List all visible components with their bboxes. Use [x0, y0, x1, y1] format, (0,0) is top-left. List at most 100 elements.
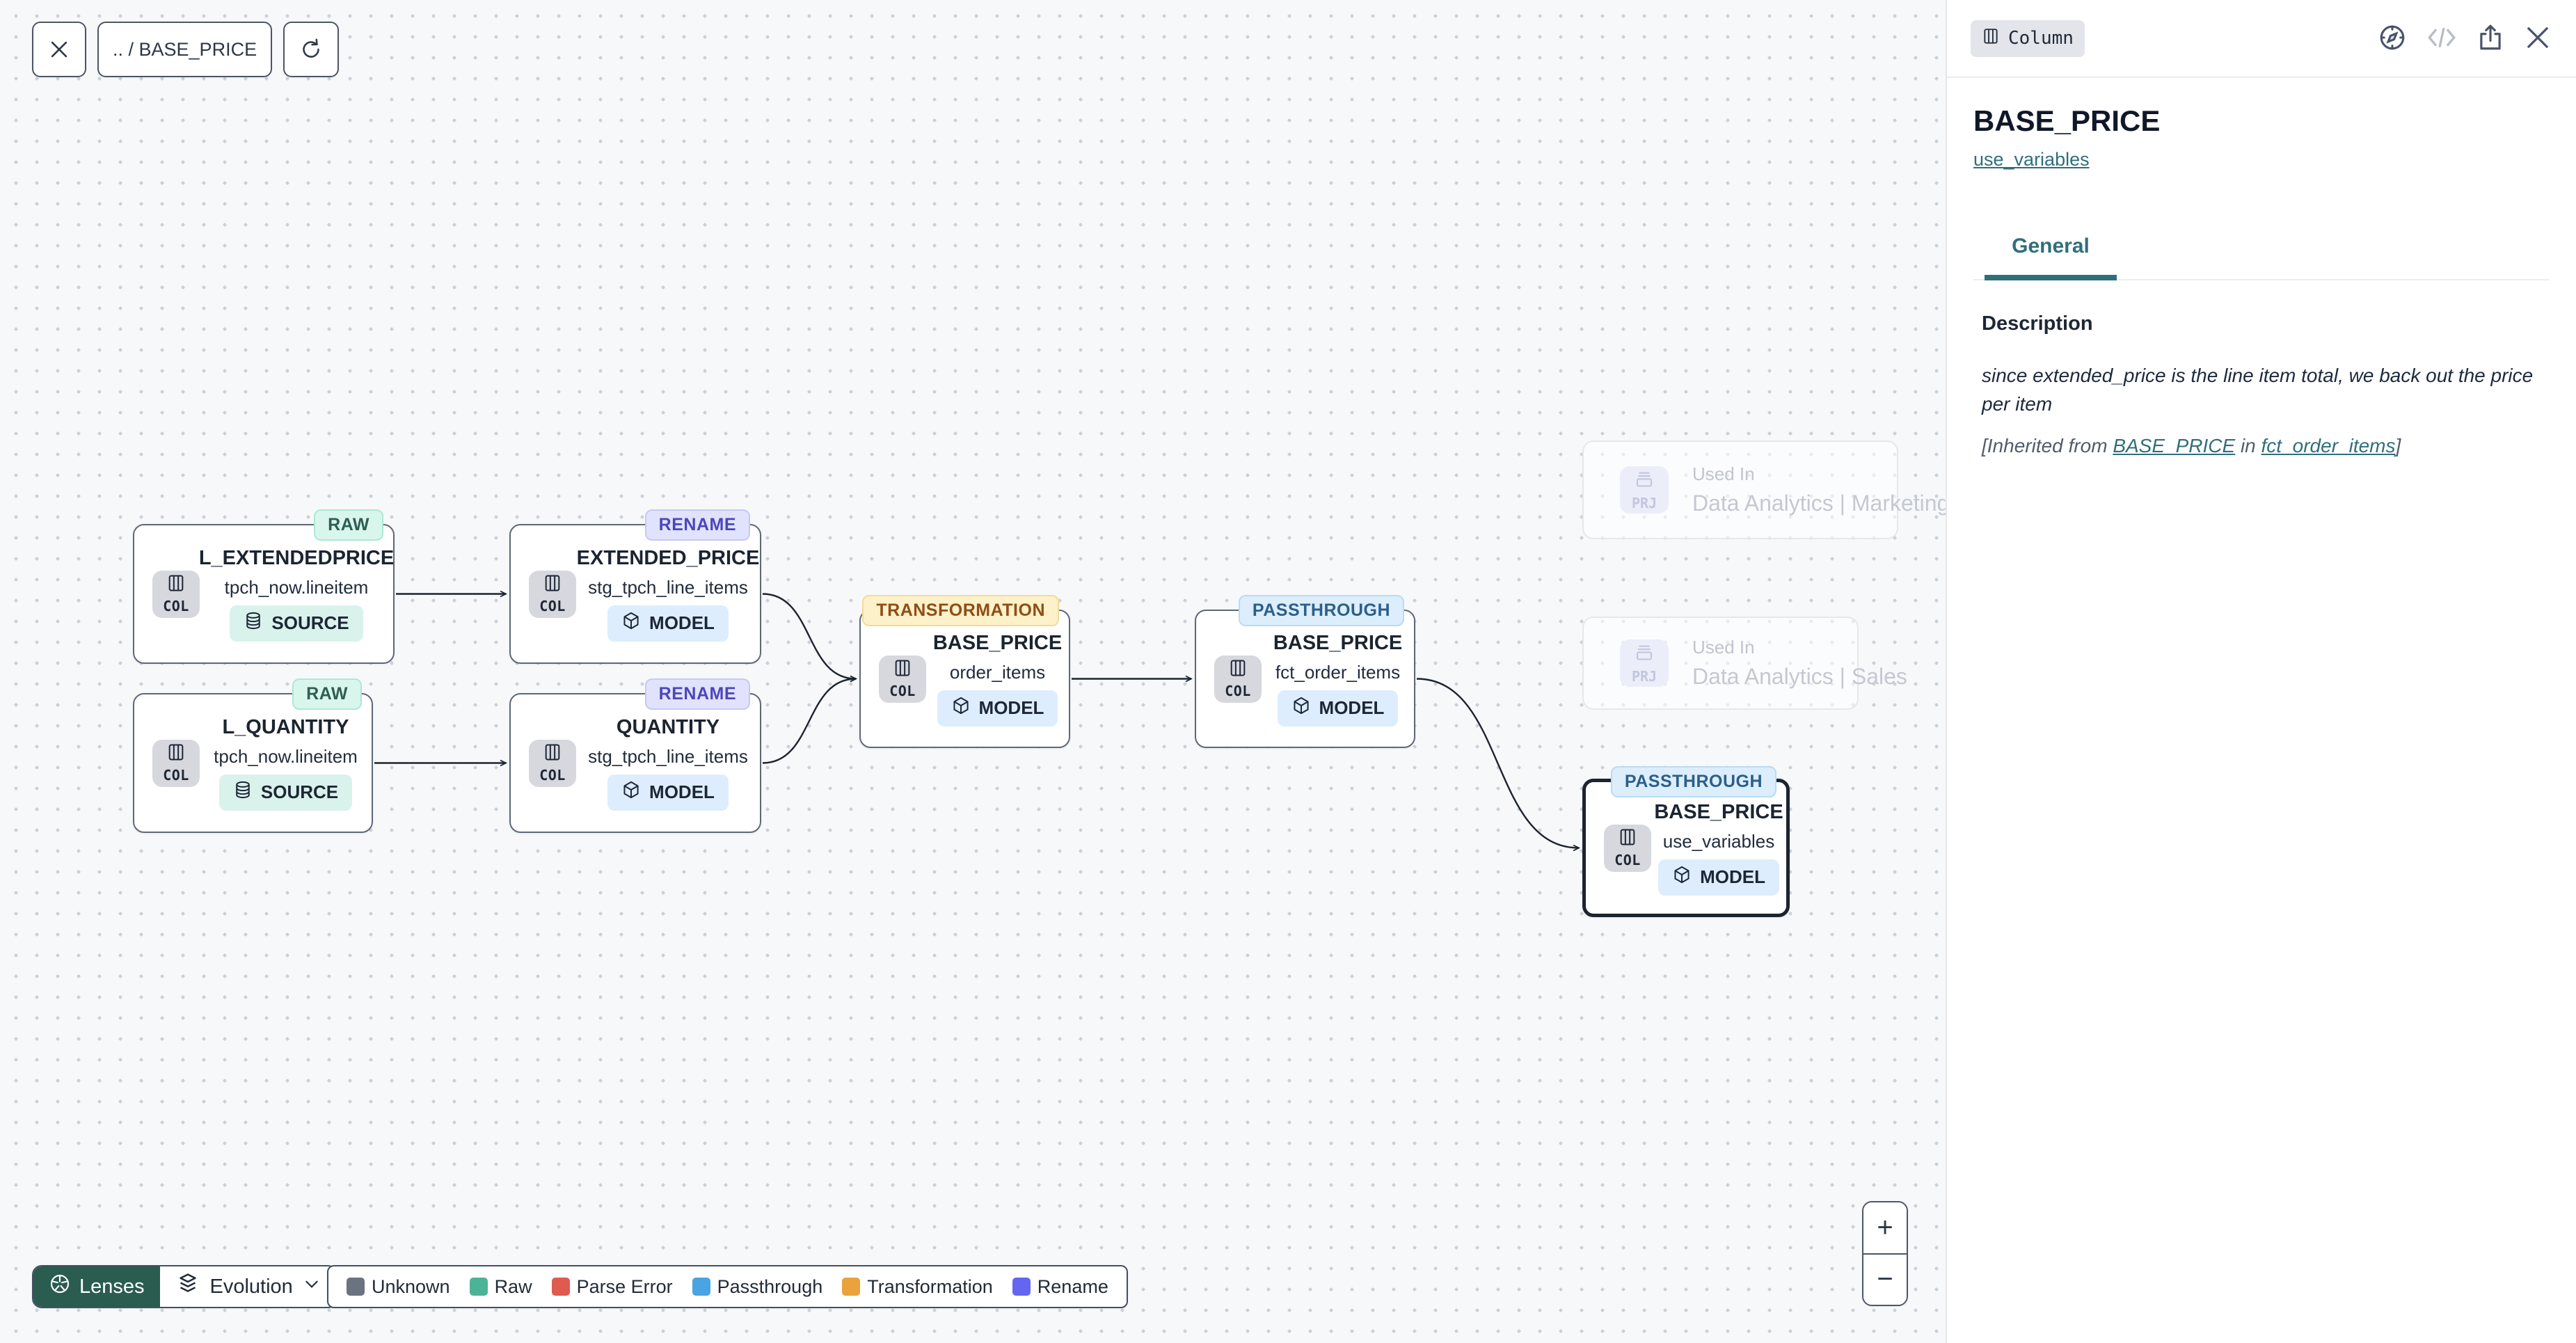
- description-inherited: [Inherited from BASE_PRICE in fct_order_…: [1982, 435, 2550, 457]
- node-subtitle: stg_tpch_line_items: [588, 576, 748, 598]
- used-in-card[interactable]: PRJ Used In Data Analytics | Marketing: [1582, 440, 1949, 539]
- kind-label: PRJ: [1631, 494, 1657, 511]
- node-type-label: MODEL: [1319, 697, 1385, 718]
- legend-item: Parse Error: [551, 1276, 673, 1298]
- cube-icon: [951, 696, 971, 720]
- chevron-down-icon: [303, 1275, 321, 1298]
- inherited-suffix: ]: [2395, 435, 2401, 457]
- node-title: BASE_PRICE: [932, 631, 1063, 654]
- inherited-column-link[interactable]: BASE_PRICE: [2113, 435, 2236, 457]
- share-icon: [2476, 22, 2505, 55]
- lenses-button-label: Lenses: [79, 1275, 145, 1298]
- node-type-label: MODEL: [1700, 866, 1765, 887]
- model-link[interactable]: use_variables: [1973, 149, 2090, 170]
- lineage-canvas[interactable]: .. / BASE_PRICE RAW COL L_EXTENDEDPRICE …: [0, 0, 1949, 1343]
- panel-header-icons: [2377, 22, 2552, 55]
- columns-icon: [1982, 27, 2000, 50]
- lineage-badge: TRANSFORMATION: [862, 595, 1059, 626]
- node-type-label: SOURCE: [260, 781, 339, 802]
- kind-label: COL: [1225, 683, 1251, 699]
- node-title: BASE_PRICE: [1654, 800, 1783, 823]
- cube-icon: [1291, 696, 1311, 720]
- legend-swatch: [1012, 1278, 1031, 1296]
- refresh-icon: [299, 37, 324, 62]
- node-content: BASE_PRICE fct_order_items MODEL: [1270, 611, 1406, 747]
- explore-button[interactable]: [2377, 22, 2408, 55]
- project-kind-chip: PRJ: [1620, 639, 1669, 687]
- layers-icon: [175, 1271, 200, 1302]
- node-content: EXTENDED_PRICE stg_tpch_line_items MODEL: [577, 525, 759, 662]
- used-in-label: Used In: [1692, 463, 1755, 484]
- zoom-in-button[interactable]: +: [1863, 1202, 1907, 1255]
- archive-icon: [1634, 642, 1655, 667]
- lens-selected-label: Evolution: [209, 1275, 293, 1298]
- legend-swatch: [347, 1278, 365, 1296]
- page-title: BASE_PRICE: [1973, 104, 2161, 137]
- node-title: QUANTITY: [616, 715, 720, 738]
- share-button[interactable]: [2476, 22, 2505, 55]
- inherited-model-link[interactable]: fct_order_items: [2261, 435, 2396, 457]
- aperture-icon: [49, 1273, 71, 1301]
- tab-general[interactable]: General: [1985, 235, 2117, 280]
- column-kind-chip: COL: [152, 739, 200, 787]
- lens-selector[interactable]: Evolution: [160, 1266, 336, 1307]
- cube-icon: [621, 611, 641, 635]
- used-in-content: Used In Data Analytics | Sales: [1692, 637, 1907, 690]
- used-in-card[interactable]: PRJ Used In Data Analytics | Sales: [1582, 617, 1907, 710]
- legend-label: Parse Error: [576, 1276, 673, 1297]
- code-button[interactable]: [2426, 24, 2458, 54]
- legend-label: Raw: [494, 1276, 532, 1297]
- legend-item: Raw: [469, 1276, 532, 1298]
- columns-icon: [1618, 827, 1637, 850]
- node-title: L_QUANTITY: [222, 715, 349, 738]
- legend-swatch: [469, 1278, 488, 1296]
- node-type-chip: MODEL: [937, 690, 1058, 726]
- used-in-label: Used In: [1692, 637, 1755, 658]
- lenses-button[interactable]: Lenses: [33, 1266, 160, 1307]
- node-type-chip: MODEL: [1277, 690, 1399, 726]
- lineage-badge: RENAME: [644, 678, 750, 710]
- close-icon: [2523, 23, 2552, 54]
- lineage-badge: RENAME: [644, 509, 750, 541]
- lineage-node[interactable]: RAW COL L_QUANTITY tpch_now.lineitem SOU…: [133, 678, 373, 833]
- legend-item: Rename: [1012, 1276, 1108, 1298]
- legend-swatch: [842, 1278, 861, 1296]
- zoom-out-button[interactable]: −: [1863, 1254, 1907, 1305]
- panel-header: Column: [1947, 0, 2576, 78]
- close-panel-button[interactable]: [2523, 23, 2552, 54]
- legend-swatch: [692, 1278, 710, 1296]
- refresh-button[interactable]: [283, 22, 340, 77]
- panel-tabs: General: [1973, 235, 2550, 280]
- legend-item: Passthrough: [692, 1276, 822, 1298]
- lineage-node[interactable]: PASSTHROUGH COL BASE_PRICE use_variables…: [1582, 766, 1790, 917]
- columns-icon: [166, 573, 186, 596]
- database-icon: [244, 611, 263, 635]
- lineage-node[interactable]: PASSTHROUGH COL BASE_PRICE fct_order_ite…: [1195, 595, 1415, 748]
- node-title: EXTENDED_PRICE: [576, 546, 760, 569]
- kind-label: COL: [889, 683, 916, 699]
- lineage-node[interactable]: TRANSFORMATION COL BASE_PRICE order_item…: [859, 595, 1070, 748]
- node-subtitle: tpch_now.lineitem: [214, 745, 358, 767]
- lineage-node[interactable]: RENAME COL QUANTITY stg_tpch_line_items …: [509, 678, 761, 833]
- lens-bar: Lenses Evolution: [32, 1265, 337, 1308]
- column-kind-chip: COL: [1214, 655, 1262, 703]
- legend-label: Unknown: [372, 1276, 450, 1297]
- node-content: L_QUANTITY tpch_now.lineitem SOURCE: [208, 694, 363, 832]
- breadcrumb[interactable]: .. / BASE_PRICE: [97, 22, 273, 77]
- node-title: BASE_PRICE: [1273, 631, 1403, 654]
- node-subtitle: use_variables: [1662, 830, 1775, 852]
- columns-icon: [543, 573, 562, 596]
- column-kind-chip: COL: [152, 570, 200, 618]
- inherited-mid: in: [2235, 435, 2261, 457]
- close-lineage-button[interactable]: [32, 22, 86, 77]
- legend-label: Transformation: [867, 1276, 993, 1297]
- kind-label: COL: [163, 767, 189, 784]
- columns-icon: [543, 742, 562, 765]
- lineage-node[interactable]: RENAME COL EXTENDED_PRICE stg_tpch_line_…: [509, 509, 761, 664]
- panel-body: BASE_PRICE use_variables General Descrip…: [1947, 104, 2576, 457]
- kind-label: COL: [539, 598, 566, 614]
- legend-item: Transformation: [842, 1276, 993, 1298]
- lineage-node[interactable]: RAW COL L_EXTENDEDPRICE tpch_now.lineite…: [133, 509, 395, 664]
- node-type-chip: SOURCE: [218, 774, 353, 811]
